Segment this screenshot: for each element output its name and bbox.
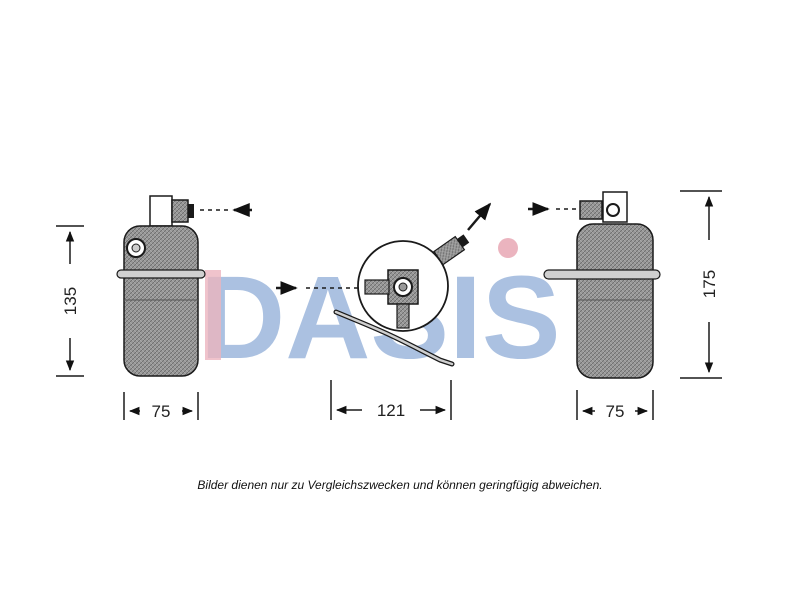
center-dryer-top-view: [333, 234, 470, 367]
right-dryer: [543, 191, 661, 379]
right-width-label: 75: [606, 402, 625, 421]
left-dryer: [116, 195, 206, 377]
left-height-label: 135: [61, 287, 80, 315]
left-height-dimension: 135: [56, 225, 84, 377]
right-height-dimension: 175: [680, 190, 722, 379]
left-width-label: 75: [152, 402, 171, 421]
center-width-dimension: 121: [330, 380, 452, 420]
right-width-dimension: 75: [576, 390, 654, 421]
center-width-label: 121: [377, 401, 405, 420]
left-width-dimension: 75: [123, 392, 199, 421]
disclaimer-caption: Bilder dienen nur zu Vergleichszwecken u…: [197, 478, 603, 492]
right-height-label: 175: [700, 270, 719, 298]
